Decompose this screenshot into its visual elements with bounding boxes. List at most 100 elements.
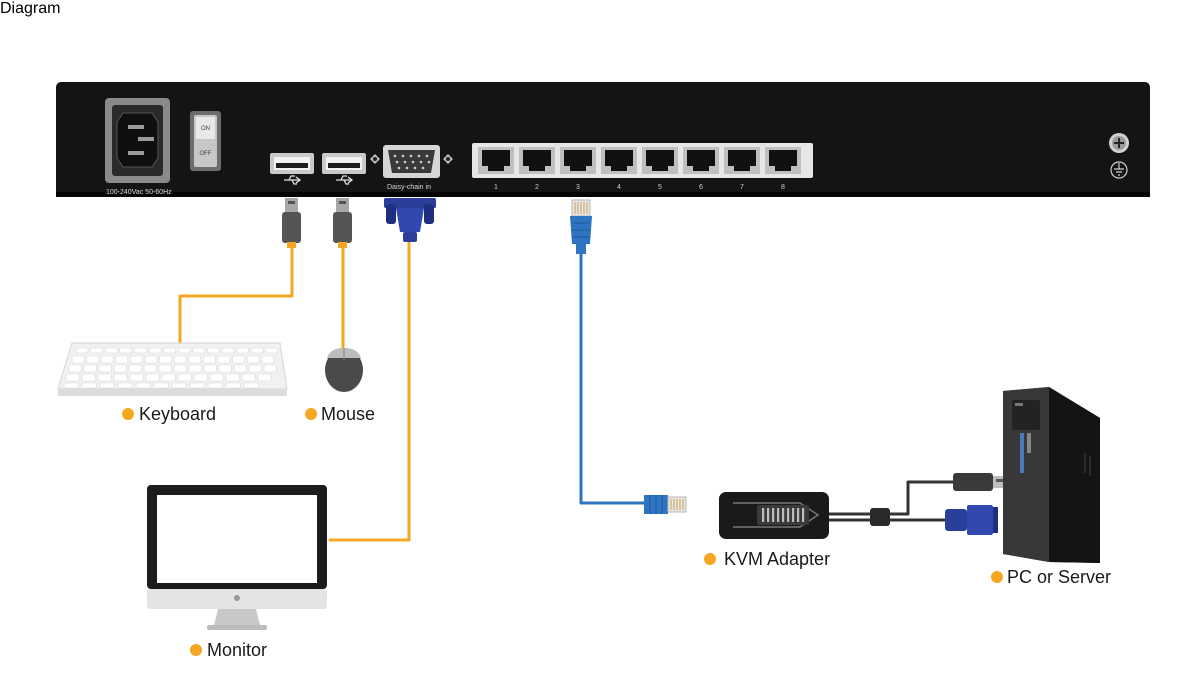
keyboard-key <box>63 382 79 389</box>
keyboard-key <box>209 373 224 382</box>
keyboard-key <box>99 382 115 389</box>
usb-port-2[interactable] <box>322 153 366 174</box>
keyboard-key <box>203 364 217 373</box>
keyboard-key <box>250 347 264 354</box>
pc-server-label: PC or Server <box>1007 567 1111 587</box>
keyboard-key <box>81 373 96 382</box>
rj45-port-4[interactable] <box>601 147 637 174</box>
keyboard-key <box>83 364 97 373</box>
monitor-device <box>147 485 327 630</box>
keyboard-key <box>113 364 127 373</box>
rj45-port-8[interactable] <box>765 147 801 174</box>
keyboard-key <box>189 382 205 389</box>
keyboard-key <box>113 373 128 382</box>
keyboard-key <box>218 364 232 373</box>
port-number-label: 5 <box>658 184 662 191</box>
keyboard-usb-plug <box>282 198 301 248</box>
bullet-icon <box>704 553 716 565</box>
keyboard-key <box>104 347 118 354</box>
network-cable <box>579 252 647 505</box>
power-switch[interactable]: ON OFF <box>190 111 221 171</box>
kvm-adapter-device <box>644 492 890 539</box>
keyboard-key <box>134 347 147 354</box>
keyboard-key <box>233 364 247 373</box>
rj45-port-7[interactable] <box>724 147 760 174</box>
rj45-port-5[interactable] <box>642 147 678 174</box>
keyboard-key <box>263 364 277 373</box>
power-rating-label: 100-240Vac 50-60Hz <box>106 189 172 196</box>
switch-on-label: ON <box>201 126 210 132</box>
keyboard-key <box>257 373 272 382</box>
usb-port-1[interactable] <box>270 153 314 174</box>
keyboard-cable <box>178 244 294 345</box>
network-rj45-plug <box>570 199 592 254</box>
monitor-vga-plug <box>384 198 436 242</box>
ground-screw <box>1109 133 1129 153</box>
keyboard-key <box>188 364 202 373</box>
rj45-port-2[interactable] <box>519 147 555 174</box>
adapter-vga-plug <box>945 505 998 535</box>
kvm-connection-diagram: 100-240Vac 50-60Hz ON OFF <box>0 18 1200 680</box>
keyboard-key <box>265 347 279 354</box>
rj45-port-6[interactable] <box>683 147 719 174</box>
keyboard-key <box>188 355 202 364</box>
keyboard-key <box>207 347 220 354</box>
keyboard-key <box>207 382 223 389</box>
keyboard-key <box>153 382 169 389</box>
daisy-chain-vga-port[interactable] <box>370 145 453 178</box>
monitor-cable <box>328 241 411 542</box>
kvm-adapter-label: KVM Adapter <box>724 549 830 569</box>
pc-tower-device <box>1003 387 1100 563</box>
port-number-label: 1 <box>494 184 498 191</box>
adapter-usb-wire <box>826 480 957 516</box>
keyboard-key <box>97 373 112 382</box>
keyboard-device <box>57 342 288 396</box>
switch-off-label: OFF <box>200 151 212 157</box>
usb-icon <box>336 175 354 185</box>
mouse-device <box>325 348 363 392</box>
cables <box>178 241 957 542</box>
kvm-adapter-label-group: KVM Adapter <box>704 549 830 569</box>
mouse-label-group: Mouse <box>305 404 375 424</box>
keyboard-key <box>100 355 114 364</box>
usb-icon <box>284 175 302 185</box>
keyboard-key <box>68 364 82 373</box>
keyboard-key <box>128 364 142 373</box>
bullet-icon <box>190 644 202 656</box>
keyboard-key <box>193 373 208 382</box>
kvm-switch-rear-panel: 100-240Vac 50-60Hz ON OFF <box>56 82 1150 197</box>
keyboard-key <box>261 355 275 364</box>
keyboard-key <box>129 373 144 382</box>
keyboard-key <box>71 355 85 364</box>
bullet-icon <box>305 408 317 420</box>
keyboard-label-group: Keyboard <box>122 404 216 424</box>
monitor-label-group: Monitor <box>190 640 267 660</box>
port-number-label: 2 <box>535 184 539 191</box>
ground-icon <box>1110 161 1128 179</box>
adapter-usb-plug <box>953 473 1009 491</box>
mouse-usb-plug <box>333 198 352 248</box>
rj45-port-1[interactable] <box>478 147 514 174</box>
keyboard-key <box>248 364 262 373</box>
keyboard-key <box>192 347 206 354</box>
keyboard-key <box>243 382 259 389</box>
keyboard-key <box>117 382 133 389</box>
keyboard-label: Keyboard <box>139 404 216 424</box>
keyboard-key <box>236 347 249 354</box>
keyboard-key <box>159 355 172 364</box>
keyboard-key <box>144 355 158 364</box>
keyboard-key <box>148 347 162 354</box>
keyboard-key <box>217 355 231 364</box>
keyboard-key <box>86 355 99 364</box>
rj45-port-3[interactable] <box>560 147 596 174</box>
daisy-chain-label: Daisy-chain in <box>387 184 431 191</box>
keyboard-key <box>130 355 143 364</box>
keyboard-key <box>143 364 157 373</box>
keyboard-key <box>171 382 187 389</box>
pc-server-label-group: PC or Server <box>991 567 1111 587</box>
port-number-label: 7 <box>740 184 744 191</box>
diagram-canvas: 100-240Vac 50-60Hz ON OFF <box>56 82 1150 660</box>
keyboard-key <box>225 382 241 389</box>
port-number-label: 3 <box>576 184 580 191</box>
